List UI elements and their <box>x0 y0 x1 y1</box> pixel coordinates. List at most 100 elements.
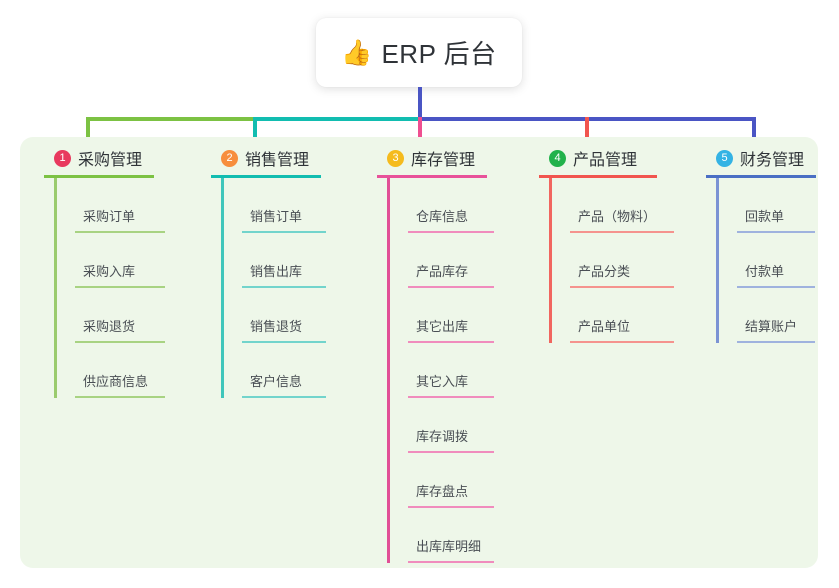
branch-item-underline <box>737 286 815 288</box>
branch-item-label: 客户信息 <box>250 374 303 389</box>
branch-header-inventory[interactable]: 3 库存管理 <box>366 146 487 170</box>
branch-column-finance: 5 财务管理回款单付款单结算账户 <box>695 146 816 343</box>
branch-item-underline <box>408 451 494 453</box>
branch-number-badge: 2 <box>221 149 238 167</box>
branch-title: 财务管理 <box>740 152 805 169</box>
branches-panel <box>20 137 818 568</box>
branch-item[interactable]: 结算账户 <box>716 288 816 343</box>
branch-header-sales[interactable]: 2 销售管理 <box>200 146 321 170</box>
branch-items-purchase: 采购订单采购入库采购退货供应商信息 <box>33 178 165 398</box>
drop-product <box>585 117 589 147</box>
branch-item[interactable]: 采购订单 <box>54 178 165 233</box>
branch-spine <box>549 178 552 343</box>
branch-item-label: 库存调拨 <box>416 429 469 444</box>
branch-item[interactable]: 产品分类 <box>549 233 674 288</box>
branch-item[interactable]: 库存调拨 <box>387 398 494 453</box>
branch-column-product: 4 产品管理产品（物料） 产品分类产品单位 <box>528 146 674 343</box>
branch-spine <box>221 178 224 398</box>
branch-column-purchase: 1 采购管理采购订单采购入库采购退货供应商信息 <box>33 146 165 398</box>
branch-item-label: 产品（物料） <box>578 209 657 224</box>
branch-item-label: 其它出库 <box>416 319 469 334</box>
branch-item-label: 采购入库 <box>83 264 136 279</box>
branch-title: 库存管理 <box>411 152 476 169</box>
branch-item-label: 结算账户 <box>745 319 798 334</box>
branch-item-label: 销售出库 <box>250 264 303 279</box>
branch-spine <box>716 178 719 343</box>
branch-underline <box>377 175 487 178</box>
branch-item-label: 产品单位 <box>578 319 631 334</box>
branch-header-finance[interactable]: 5 财务管理 <box>695 146 816 170</box>
branch-item[interactable]: 其它入库 <box>387 343 494 398</box>
branch-item-label: 其它入库 <box>416 374 469 389</box>
green-segment <box>86 117 253 121</box>
branch-item-underline <box>408 506 494 508</box>
root-node[interactable]: 👍 ERP 后台 <box>316 18 522 87</box>
branch-item-underline <box>242 231 326 233</box>
branch-item[interactable]: 产品单位 <box>549 288 674 343</box>
drop-finance <box>752 117 756 147</box>
branch-item[interactable]: 采购退货 <box>54 288 165 343</box>
branch-item-underline <box>242 286 326 288</box>
branch-item[interactable]: 产品库存 <box>387 233 494 288</box>
branch-item-underline <box>737 341 815 343</box>
branch-item-label: 产品分类 <box>578 264 631 279</box>
branch-underline <box>706 175 816 178</box>
branch-item-underline <box>75 286 165 288</box>
branch-item-label: 回款单 <box>745 209 785 224</box>
branch-item[interactable]: 销售订单 <box>221 178 326 233</box>
branch-item-label: 销售订单 <box>250 209 303 224</box>
branch-item-underline <box>408 561 494 563</box>
branch-title: 销售管理 <box>245 152 310 169</box>
branch-header-product[interactable]: 4 产品管理 <box>528 146 657 170</box>
branch-item-underline <box>570 341 674 343</box>
branch-item-label: 供应商信息 <box>83 374 149 389</box>
branch-item[interactable]: 回款单 <box>716 178 816 233</box>
branch-item-label: 销售退货 <box>250 319 303 334</box>
branch-items-inventory: 仓库信息产品库存其它出库其它入库库存调拨库存盘点出库库明细 <box>366 178 494 563</box>
branch-item[interactable]: 供应商信息 <box>54 343 165 398</box>
branch-header-purchase[interactable]: 1 采购管理 <box>33 146 154 170</box>
branch-item-label: 产品库存 <box>416 264 469 279</box>
branch-items-product: 产品（物料） 产品分类产品单位 <box>528 178 674 343</box>
branch-items-sales: 销售订单销售出库销售退货客户信息 <box>200 178 326 398</box>
branch-title: 采购管理 <box>78 152 143 169</box>
root-stem-connector <box>418 87 422 119</box>
branch-item-underline <box>242 396 326 398</box>
branch-item[interactable]: 采购入库 <box>54 233 165 288</box>
root-title: ERP 后台 <box>381 39 497 69</box>
branch-item[interactable]: 产品（物料） <box>549 178 674 233</box>
branch-underline <box>44 175 154 178</box>
branch-item[interactable]: 仓库信息 <box>387 178 494 233</box>
branch-number-badge: 1 <box>54 149 71 167</box>
branch-item[interactable]: 客户信息 <box>221 343 326 398</box>
branch-item-label: 仓库信息 <box>416 209 469 224</box>
branch-number-badge: 5 <box>716 149 733 167</box>
branch-item-underline <box>408 231 494 233</box>
branch-item[interactable]: 销售出库 <box>221 233 326 288</box>
branch-number-badge: 3 <box>387 149 404 167</box>
branch-item[interactable]: 出库库明细 <box>387 508 494 563</box>
branch-column-sales: 2 销售管理销售订单销售出库销售退货客户信息 <box>200 146 326 398</box>
branch-item-underline <box>75 396 165 398</box>
branch-item-label: 出库库明细 <box>416 539 482 554</box>
branch-item-underline <box>75 231 165 233</box>
branch-column-inventory: 3 库存管理仓库信息产品库存其它出库其它入库库存调拨库存盘点出库库明细 <box>366 146 494 563</box>
branch-item-underline <box>408 341 494 343</box>
drop-inventory <box>418 117 422 147</box>
branch-underline <box>211 175 321 178</box>
branch-spine <box>387 178 390 563</box>
drop-purchase <box>86 117 90 147</box>
branch-number-badge: 4 <box>549 149 566 167</box>
branch-item-label: 库存盘点 <box>416 484 469 499</box>
thumbs-up-icon: 👍 <box>341 38 373 67</box>
branch-underline <box>539 175 657 178</box>
branch-item-underline <box>242 341 326 343</box>
branch-item[interactable]: 付款单 <box>716 233 816 288</box>
branch-item-underline <box>75 341 165 343</box>
branch-item-underline <box>570 231 674 233</box>
branch-item[interactable]: 库存盘点 <box>387 453 494 508</box>
branch-item[interactable]: 销售退货 <box>221 288 326 343</box>
branch-title: 产品管理 <box>573 152 638 169</box>
branch-item[interactable]: 其它出库 <box>387 288 494 343</box>
